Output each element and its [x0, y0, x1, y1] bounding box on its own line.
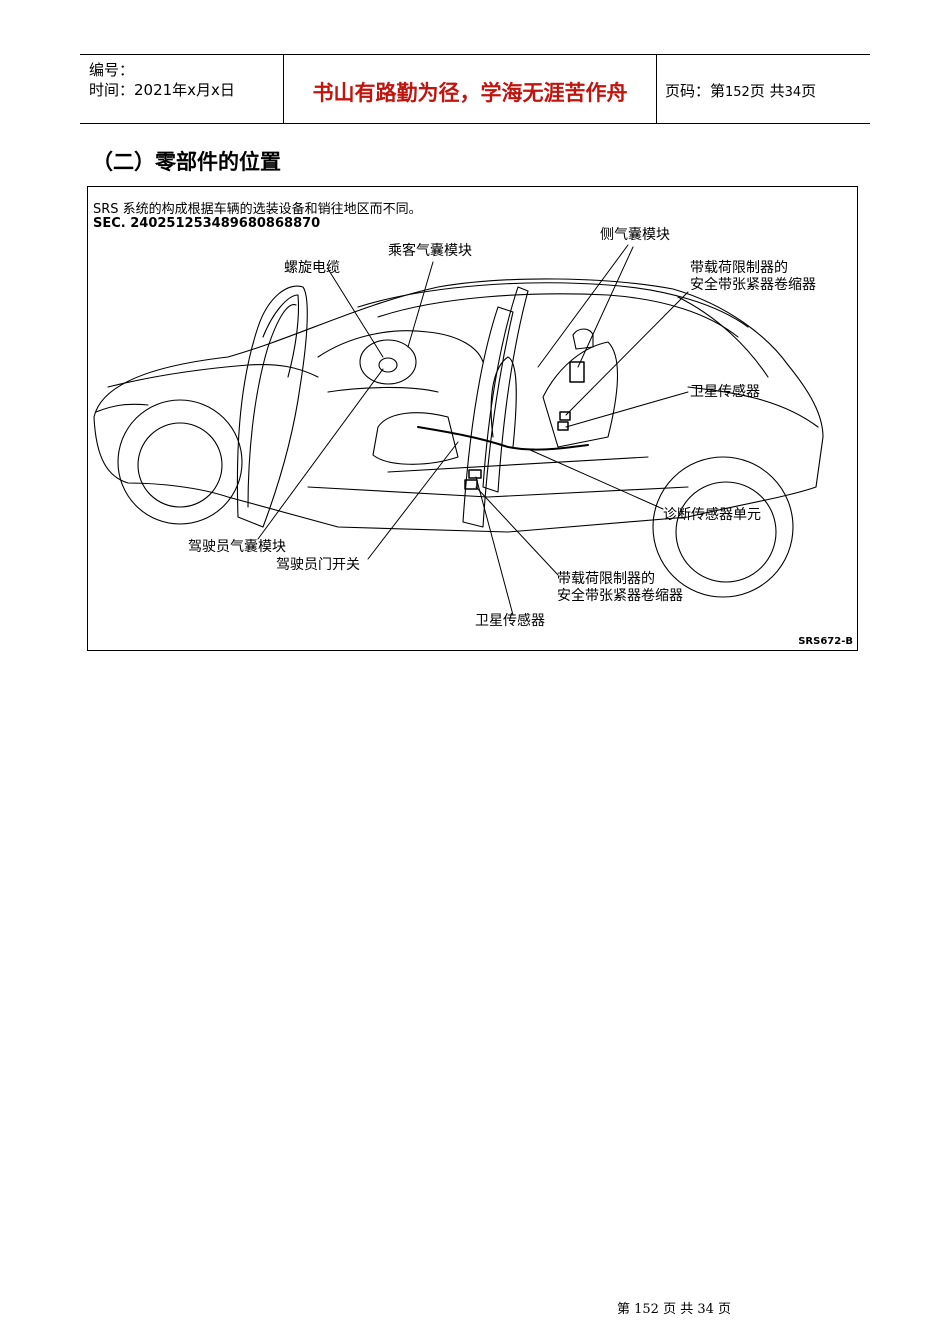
roof-line-inner: [377, 293, 739, 338]
steering-hub: [378, 357, 398, 373]
b-pillar: [482, 286, 529, 493]
page-current: 152: [725, 85, 750, 100]
leader-side-airbag-1: [537, 244, 629, 368]
rear-headrest: [572, 328, 594, 350]
page-prefix: 页码：第: [665, 82, 726, 100]
document-header: 编号： 时间：2021年x月x日 书山有路勤为径，学海无涯苦作舟 页码：第152…: [80, 54, 870, 124]
leader-side-airbag-2: [577, 246, 634, 368]
label-pretensioner-rear-line2: 安全带张紧器卷缩器: [690, 277, 816, 293]
motto: 书山有路勤为径，学海无涯苦作舟: [312, 80, 628, 105]
leader-diagnosis-unit: [527, 448, 664, 510]
front-seat-back: [490, 356, 517, 448]
label-spiral-cable: 螺旋电缆: [284, 260, 340, 276]
label-pretensioner-front-line2: 安全带张紧器卷缩器: [557, 588, 683, 604]
header-meta-cell: 编号： 时间：2021年x月x日: [80, 55, 283, 123]
date-label: 时间：2021年x月x日: [89, 81, 235, 99]
front-seat: [372, 412, 459, 465]
leader-pretensioner-rear: [565, 291, 689, 416]
rear-door-open: [462, 306, 514, 528]
rear-window: [677, 296, 769, 378]
wiring-harness: [417, 426, 589, 451]
roof-line: [357, 282, 749, 328]
floor-line: [387, 456, 649, 473]
label-satellite-sensor-front: 卫星传感器: [475, 613, 545, 629]
rear-seat: [542, 341, 619, 448]
page-mid: 页 共: [749, 82, 785, 100]
figure-ref-code: SRS672-B: [798, 636, 853, 647]
leader-pretensioner-front: [475, 486, 559, 576]
figure-note: SRS 系统的构成根据车辆的选装设备和销往地区而不同。: [93, 202, 422, 217]
front-wheel: [137, 422, 223, 508]
leader-passenger-airbag: [407, 261, 434, 348]
steering-wheel: [359, 339, 417, 385]
dashboard-lower: [327, 386, 439, 393]
front-door-inner: [247, 304, 297, 508]
car-body-outline: [93, 278, 824, 533]
car-line-drawing: [93, 244, 824, 616]
section-title: （二）零部件的位置: [92, 150, 281, 174]
leader-spiral-cable: [327, 268, 384, 358]
label-pretensioner-rear: 带载荷限制器的 安全带张紧器卷缩器: [690, 260, 816, 294]
dashboard: [317, 330, 484, 363]
header-motto-cell: 书山有路勤为径，学海无涯苦作舟: [283, 55, 657, 123]
srs-component-diagram: SRS 系统的构成根据车辆的选装设备和销往地区而不同。 SEC. 2402512…: [87, 186, 858, 651]
page-indicator: 页码：第152页 共34页: [665, 80, 816, 101]
label-driver-airbag: 驾驶员气囊模块: [188, 539, 286, 555]
number-label: 编号：: [89, 61, 135, 79]
satellite-sensor-front-marker: [468, 469, 482, 479]
side-airbag-marker: [569, 361, 585, 383]
label-passenger-airbag: 乘客气囊模块: [388, 243, 472, 259]
satellite-sensor-rear-marker: [557, 421, 569, 431]
label-pretensioner-front: 带载荷限制器的 安全带张紧器卷缩器: [557, 571, 683, 605]
front-door-open: [236, 285, 308, 528]
front-wheel-arch: [117, 399, 243, 525]
leader-driver-airbag: [257, 368, 384, 540]
grille: [95, 403, 149, 413]
leader-driver-door-switch: [367, 441, 459, 560]
label-pretensioner-front-line1: 带载荷限制器的: [557, 571, 655, 587]
sec-code: SEC. 24025125348968086887​0: [93, 216, 321, 231]
label-satellite-sensor-rear: 卫星传感器: [690, 384, 760, 400]
page-suffix: 页: [801, 82, 817, 100]
leader-lines: [257, 244, 689, 616]
page-footer: 第 152 页 共 34 页: [617, 1302, 732, 1317]
leader-satellite-rear: [565, 391, 689, 428]
header-page-cell: 页码：第152页 共34页: [656, 55, 870, 123]
label-side-airbag: 侧气囊模块: [600, 227, 670, 243]
leader-satellite-front: [475, 476, 514, 616]
label-diagnosis-unit: 诊断传感器单元: [663, 507, 761, 523]
hood-line: [107, 364, 319, 388]
rear-wheel-arch: [652, 456, 794, 598]
page-total: 34: [784, 85, 802, 100]
trunk-line: [687, 386, 819, 428]
pretensioner-front-marker: [464, 479, 478, 490]
label-pretensioner-rear-line1: 带载荷限制器的: [690, 260, 788, 276]
pretensioner-rear-marker: [559, 411, 571, 421]
label-driver-door-switch: 驾驶员门开关: [276, 557, 360, 573]
rear-wheel: [675, 481, 777, 583]
front-door-window: [262, 294, 300, 378]
